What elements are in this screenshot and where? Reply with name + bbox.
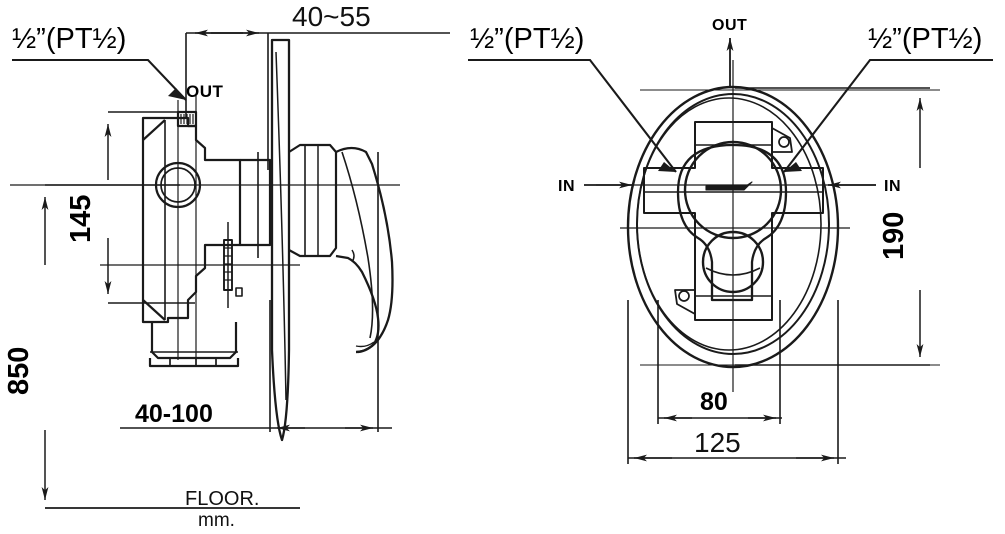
front-thread-label-left: ½”(PT½) — [470, 23, 584, 55]
side-thread-label: ½”(PT½) — [12, 23, 126, 55]
side-dim-40-55: 40~55 — [185, 1, 450, 170]
front-elevation-view: ½”(PT½) ½”(PT½) OUT IN IN 1 — [468, 17, 993, 464]
front-in-label-left: IN — [558, 178, 575, 195]
side-elevation-view: ½”(PT½) OUT 40~55 145 850 — [3, 1, 450, 531]
side-thread-leader-arrowhead — [168, 88, 186, 100]
units-label: mm. — [198, 510, 235, 531]
front-thread-callout-left: ½”(PT½) — [468, 23, 677, 173]
side-dim-40-100: 40-100 — [120, 152, 392, 432]
front-dim-80: 80 — [657, 300, 782, 424]
front-dim-80-label: 80 — [700, 388, 728, 416]
front-thread-label-right: ½”(PT½) — [868, 23, 982, 55]
front-geometry — [596, 60, 940, 392]
side-out-label: OUT — [186, 82, 224, 101]
front-in-label-right: IN — [884, 178, 901, 195]
front-dim-125: 125 — [627, 300, 846, 464]
front-dim-125-label: 125 — [694, 427, 741, 458]
floor-annotation: FLOOR. mm. — [185, 488, 259, 531]
side-dim-145: 145 — [65, 111, 195, 304]
side-dim-850-label: 850 — [3, 347, 35, 395]
side-thread-callout: ½”(PT½) — [12, 23, 187, 101]
side-dim-40-100-label: 40-100 — [135, 400, 213, 428]
side-valve-body-geometry — [10, 38, 400, 442]
side-dim-145-label: 145 — [65, 195, 97, 243]
floor-label: FLOOR. — [185, 488, 259, 510]
front-dim-190-label: 190 — [878, 212, 910, 260]
front-out-label: OUT — [712, 17, 747, 34]
front-out-indicator: OUT — [712, 17, 747, 88]
front-thread-callout-right: ½”(PT½) — [783, 23, 993, 173]
side-dim-40-55-label: 40~55 — [292, 1, 371, 32]
